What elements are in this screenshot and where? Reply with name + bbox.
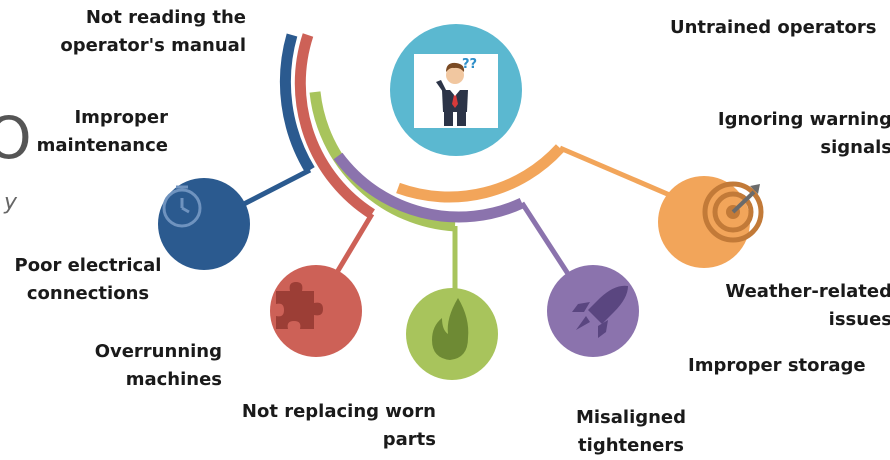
purple-arc (333, 152, 525, 223)
label-line: Overrunning (94, 341, 222, 362)
label-line: tighteners (578, 435, 684, 456)
target-icon (702, 181, 764, 243)
label-line: machines (125, 369, 222, 390)
flame-icon (432, 298, 469, 360)
orange-arc (396, 144, 565, 203)
connector-red (333, 212, 375, 276)
label-line: operator's manual (60, 35, 246, 56)
label-line: Misaligned (575, 407, 687, 428)
label-line: Improper (74, 107, 168, 128)
node-orange (658, 176, 750, 268)
fragment-letter-y: y (4, 190, 18, 215)
label-line: Not replacing worn (241, 401, 436, 422)
label-line: parts (382, 429, 436, 450)
label-untrained: Untrained operators (670, 14, 876, 42)
red-arc (294, 33, 375, 219)
fragment-letter-o: O (0, 104, 32, 172)
label-improper-storage: Improper storage (688, 352, 866, 380)
label-line: connections (26, 283, 150, 304)
clock-icon (162, 185, 202, 228)
label-overrunning: Overrunning machines (95, 338, 222, 394)
connector-purple (519, 201, 575, 282)
label-line: Untrained operators (670, 17, 877, 38)
label-not-replacing-parts: Not replacing worn parts (242, 398, 436, 454)
label-line: signals (820, 137, 890, 158)
puzzle-icon (276, 282, 323, 329)
label-not-reading-manual: Not reading the operator's manual (60, 4, 246, 60)
connector-navy (238, 167, 312, 209)
label-line: Improper storage (688, 355, 866, 376)
confused-businessman-icon: ?? (436, 57, 477, 126)
label-improper-maintenance: Improper maintenance (37, 104, 168, 160)
connector-orange (559, 145, 673, 199)
rocket-icon (572, 285, 628, 338)
label-misaligned: Misaligned tighteners (568, 404, 694, 460)
label-weather: Weather-related issues (725, 278, 890, 334)
label-poor-electrical: Poor electrical connections (8, 252, 168, 308)
navy-arc (279, 33, 315, 173)
label-line: maintenance (36, 135, 168, 156)
question-marks: ?? (462, 57, 477, 72)
label-line: Weather-related (725, 281, 890, 302)
label-line: Poor electrical (14, 255, 162, 276)
label-line: Ignoring warning (717, 109, 890, 130)
label-line: issues (828, 309, 890, 330)
label-ignoring-warning: Ignoring warning signals (718, 106, 890, 162)
label-line: Not reading the (85, 7, 246, 28)
